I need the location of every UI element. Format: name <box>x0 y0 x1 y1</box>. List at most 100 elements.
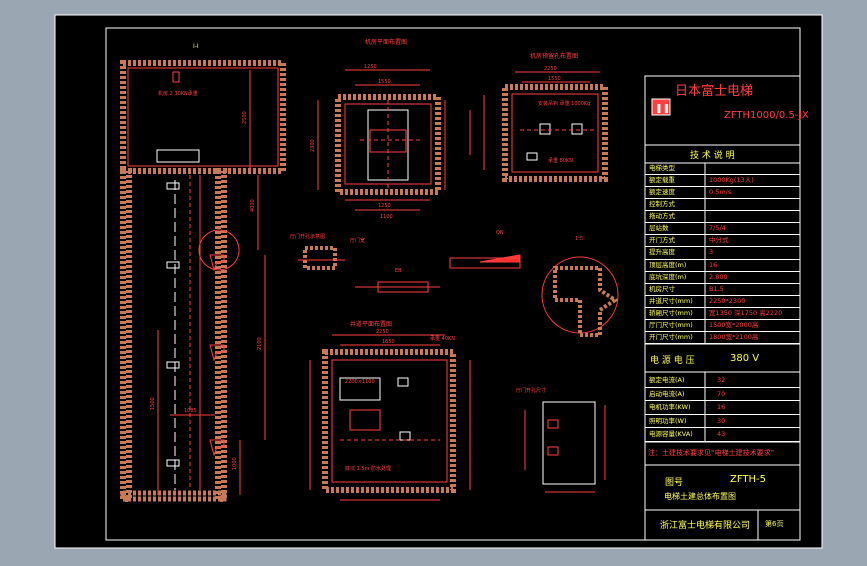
spec-row: 拖动方式 <box>645 211 800 224</box>
spec-row: 额定速度 0.5m/s <box>645 187 800 200</box>
elec-label: 电源容量(KVA) <box>649 430 693 439</box>
footer-company: 浙江富士电梯有限公司 <box>660 521 751 531</box>
spec-value: 2250*2300 <box>709 296 746 305</box>
spec-row: 轿厢尺寸(mm) 宽1350 深1750 高2220 <box>645 308 800 320</box>
model-number: ZFTH1000/0.5-JX <box>724 110 809 121</box>
spec-label: 开门尺寸(mm) <box>649 332 693 341</box>
mr-dim-bottom2: 1100 <box>380 214 393 220</box>
spec-row: 控制方式 <box>645 199 800 212</box>
detail-c-label: QN <box>496 230 504 236</box>
detail-a-label: 厅门宽 <box>350 237 365 244</box>
door-opening-detail: 厅门开孔尺寸 <box>516 387 606 493</box>
detail-b-label: EB <box>395 268 402 274</box>
spec-value: 16 <box>709 260 718 269</box>
detail-e-title: 厅门开孔尺寸 <box>516 387 546 394</box>
spec-label: 轿厢尺寸(mm) <box>649 308 693 317</box>
dim-h4: 1085 <box>184 408 197 414</box>
spec-label: 控制方式 <box>649 200 675 209</box>
spec-row: 厅门尺寸(mm) 1500宽*2000高 <box>645 320 800 332</box>
dim-h3: 2100 <box>257 337 263 350</box>
mr-dim-inner: 1550 <box>378 79 391 85</box>
pit-dim-inner: 1650 <box>382 339 395 345</box>
spec-label: 拖动方式 <box>649 212 675 221</box>
spec-title: 技 术 说 明 <box>690 151 735 161</box>
machine-room-plan: 机房平面布置图 1250 1550 2300 1250 1100 <box>310 38 446 220</box>
mr-dim-side: 2300 <box>310 139 316 152</box>
spec-label: 顶层高度(m) <box>649 260 687 269</box>
spec-label: 额定速度 <box>649 188 675 197</box>
spec-value: 1500宽*2000高 <box>709 320 759 329</box>
machine-room-note: 机房 2 30KN承重 <box>158 90 198 97</box>
mr-dim-bottom: 1250 <box>378 203 391 209</box>
pit-plan: 井道平面布置图 2250 1650 承重 40KN 2200×1100 底坑 1… <box>309 320 471 501</box>
elec-label: 电机功率(KW) <box>649 403 691 412</box>
pit-label-beam: 承重 40KN <box>430 335 455 342</box>
hoist-label-b: 承重 80KN <box>548 157 573 164</box>
spec-value: 宽1350 深1750 高2220 <box>709 308 783 317</box>
elec-row: 照明功率(W)30 <box>645 415 800 429</box>
power-value: 380 V <box>730 353 760 364</box>
elec-label: 启动电流(A) <box>649 389 685 398</box>
spec-value: 1000Kg(13人) <box>709 176 754 185</box>
drawing-no: ZFTH-5 <box>730 474 767 485</box>
detail-views: 厅门开孔示意图 厅门宽 EB QN 1:5 <box>290 230 619 337</box>
hoist-label-a: 安装吊钩 承重 1000Kg <box>538 100 590 107</box>
pit-label-door: 2200×1100 <box>345 379 375 385</box>
spec-value: 3 <box>709 248 714 257</box>
detail-d-label: 1:5 <box>575 236 583 242</box>
spec-label: 底坑深度(m) <box>649 272 687 281</box>
section-label: I-I <box>193 43 199 50</box>
dim-h1: 2500 <box>242 111 248 124</box>
pit-plan-title: 井道平面布置图 <box>350 320 392 328</box>
drawing-title: 电梯土建总体布置图 <box>664 492 736 501</box>
elec-row: 电源容量(KVA) 43 <box>645 428 800 442</box>
spec-label: 厅门尺寸(mm) <box>649 320 693 329</box>
hoist-dim-top: 2250 <box>544 66 557 72</box>
elec-label: 照明功率(W) <box>649 416 687 425</box>
spec-row: 底坑深度(m) 2.800 <box>645 272 800 284</box>
pit-dim-top: 2250 <box>376 329 389 335</box>
elec-value: 43 <box>717 430 726 439</box>
logo-mark: ❚❚ <box>655 104 670 114</box>
spec-row: 井道尺寸(mm) 2250*2300 <box>645 296 800 308</box>
elec-value: 32 <box>717 376 726 384</box>
spec-row: 顶层高度(m) 16 <box>645 260 800 272</box>
section-view: I-I 机房 2 30KN承重 2500 4000 2100 1085 <box>120 43 286 502</box>
spec-value: 1800宽*2100高 <box>709 332 759 341</box>
hoist-dim-inner: 1550 <box>548 76 561 82</box>
spec-label: 电梯类型 <box>649 164 675 172</box>
spec-label: 额定载重 <box>649 176 675 185</box>
drawing-no-label: 图号 <box>665 478 684 488</box>
dim-h2: 4000 <box>250 199 256 212</box>
spec-value: 中分式 <box>709 236 729 245</box>
company-name: 日本富士电梯 <box>675 84 754 99</box>
spec-value: 2.800 <box>709 272 728 281</box>
detail-a-title: 厅门开孔示意图 <box>290 233 325 240</box>
power-label: 电 源 电 压 <box>650 356 695 366</box>
spec-label: 井道尺寸(mm) <box>649 296 693 305</box>
elec-label: 额定电流(A) <box>649 376 685 384</box>
spec-value: 0.5m/s <box>709 188 732 197</box>
company-logo <box>651 98 671 116</box>
pit-label-pit: 底坑 1.5m 防水处理 <box>345 465 391 472</box>
spec-row: 额定载重 1000Kg(13人) <box>645 175 800 188</box>
note: 注：土建技术要求见“电梯土建技术要求” <box>648 449 775 457</box>
machine-room-plan-title: 机房平面布置图 <box>365 38 407 46</box>
spec-label: 开门方式 <box>649 236 675 245</box>
spec-row: 开门方式 中分式 <box>645 235 800 248</box>
mr-dim-top: 1250 <box>364 64 377 70</box>
dim-overhead: 1000 <box>232 457 238 470</box>
spec-label: 机房尺寸 <box>649 284 675 293</box>
spec-row: 电梯类型 <box>645 163 800 176</box>
spec-row: 开门尺寸(mm) 1800宽*2100高 <box>645 332 800 344</box>
spec-value: 7/5/4 <box>709 224 726 233</box>
elec-value: 70 <box>717 389 726 398</box>
elec-value: 16 <box>717 403 726 412</box>
title-block: ❚❚ <box>644 75 801 541</box>
